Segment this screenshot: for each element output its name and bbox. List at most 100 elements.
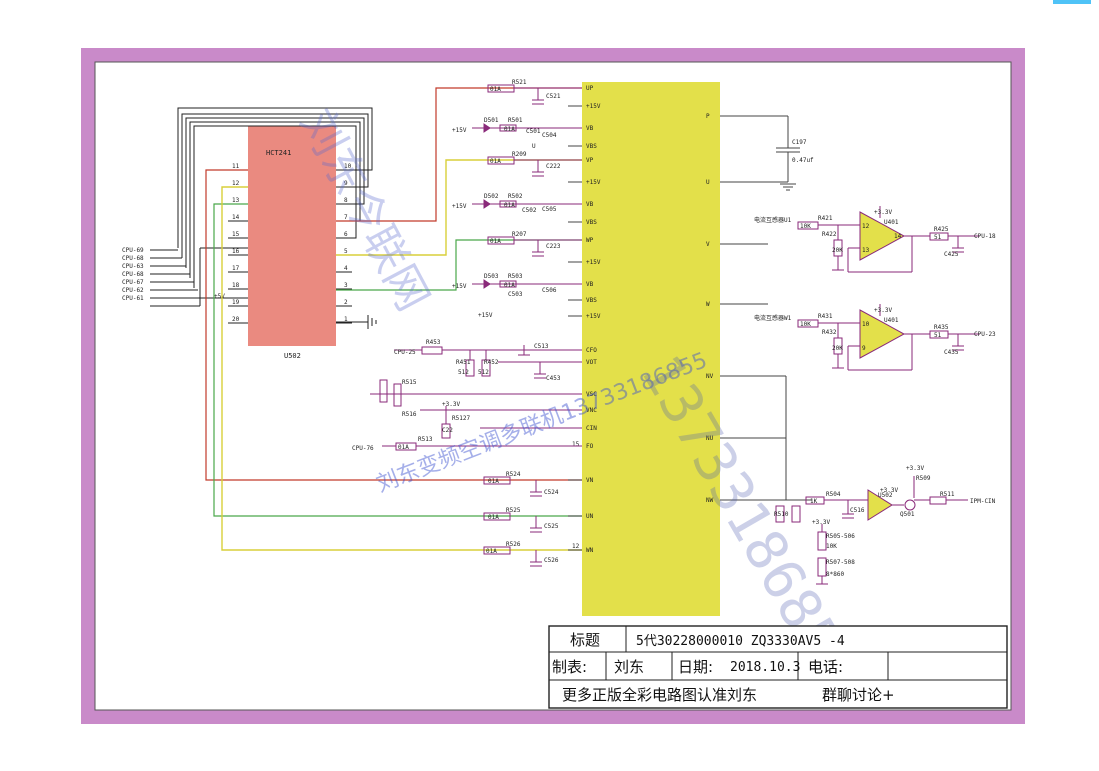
svg-text:R503: R503	[508, 273, 523, 280]
ipm-pin-label: FO	[586, 443, 594, 450]
inner-sheet	[94, 61, 1012, 711]
svg-text:51: 51	[934, 234, 942, 241]
cpu-input-label: CPU-68	[122, 271, 144, 278]
u502-pin-number: 1	[344, 316, 348, 323]
svg-text:电流互感器W1: 电流互感器W1	[754, 314, 792, 322]
svg-text:R505-506: R505-506	[826, 533, 855, 540]
cpu-input-label: CPU-63	[122, 263, 144, 270]
ipm-pin-wn-number: 12	[572, 543, 580, 550]
ipm-pin-fo-number: 15	[572, 441, 580, 448]
ipm-pin-label: VNC	[586, 407, 597, 414]
svg-text:R511: R511	[940, 491, 955, 498]
svg-text:C524: C524	[544, 489, 559, 496]
svg-text:C501: C501	[526, 128, 541, 135]
ipm-pin-label: VB	[586, 125, 594, 132]
svg-text:R515: R515	[402, 379, 417, 386]
svg-text:R516: R516	[402, 411, 417, 418]
svg-text:01A: 01A	[488, 478, 499, 485]
footer-text: 更多正版全彩电路图认准刘东	[562, 686, 757, 704]
svg-text:R501: R501	[508, 117, 523, 124]
ipm-module	[582, 82, 720, 616]
ipm-pin-label: VBS	[586, 143, 597, 150]
svg-text:R507-508: R507-508	[826, 559, 855, 566]
ipm-pin-label: VBS	[586, 297, 597, 304]
title-block: 标题 5代30228000010 ZQ3330AV5 -4 制表: 刘东 日期:…	[548, 625, 1008, 709]
ipm-pin-label: UN	[586, 513, 594, 520]
c197: C197 0.47uf	[792, 139, 814, 164]
svg-text:C503: C503	[508, 291, 523, 298]
svg-text:12: 12	[862, 223, 870, 230]
svg-text:CPU-23: CPU-23	[974, 331, 996, 338]
svg-text:01A: 01A	[490, 158, 501, 165]
svg-text:CPU-25: CPU-25	[394, 349, 416, 356]
svg-text:R452: R452	[484, 359, 499, 366]
svg-text:01A: 01A	[504, 126, 515, 133]
svg-text:01A: 01A	[398, 444, 409, 451]
plus5-label: +5V	[214, 293, 225, 300]
ipm-pin-label: NU	[706, 435, 714, 442]
ic-u502	[248, 126, 336, 346]
nw-protection	[775, 476, 968, 585]
ipm-pin-label: VB	[586, 281, 594, 288]
ipm-pin-label: VP	[586, 157, 594, 164]
svg-text:51: 51	[934, 332, 942, 339]
svg-text:U401: U401	[884, 219, 899, 226]
ipm-pin-label: U	[706, 179, 710, 186]
svg-text:0.47uf: 0.47uf	[792, 157, 814, 164]
svg-text:D502: D502	[484, 193, 499, 200]
u502-pin-number: 3	[344, 282, 348, 289]
date-value: 2018.10.3	[730, 660, 800, 675]
svg-text:01A: 01A	[486, 548, 497, 555]
u502-pin-number: 12	[232, 180, 240, 187]
svg-text:CPU-18: CPU-18	[974, 233, 996, 240]
svg-text:512: 512	[458, 369, 469, 376]
svg-text:01A: 01A	[504, 282, 515, 289]
svg-text:+15V: +15V	[452, 127, 467, 134]
svg-text:C526: C526	[544, 557, 559, 564]
svg-text:CPU-76: CPU-76	[352, 445, 374, 452]
svg-text:C222: C222	[546, 163, 561, 170]
svg-text:C453: C453	[546, 375, 561, 382]
svg-text:电流互感器U1: 电流互感器U1	[754, 216, 792, 224]
svg-text:10K: 10K	[800, 223, 811, 230]
svg-text:20K: 20K	[832, 345, 843, 352]
u502-pin-number: 5	[344, 248, 348, 255]
right-wiring	[720, 115, 812, 501]
upper-components	[472, 84, 582, 289]
svg-text:01A: 01A	[504, 202, 515, 209]
nw-labels: R504 1K R510 C516 U502 +3.3V +3.3V R509 …	[774, 465, 996, 578]
ipm-pin-label: +15V	[586, 313, 601, 320]
wire-red-up	[336, 87, 582, 222]
title-value: 5代30228000010 ZQ3330AV5 -4	[636, 634, 845, 649]
svg-text:C435: C435	[944, 349, 959, 356]
opamp-u-channel	[797, 206, 980, 273]
u502-pin-number: 10	[344, 163, 352, 170]
ipm-pin-label: W	[706, 301, 710, 308]
svg-text:R435: R435	[934, 324, 949, 331]
svg-text:+15V: +15V	[478, 312, 493, 319]
svg-text:R421: R421	[818, 215, 833, 222]
svg-text:R504: R504	[826, 491, 841, 498]
ipm-pin-label: VBS	[586, 219, 597, 226]
svg-text:U401: U401	[884, 317, 899, 324]
u502-pin-number: 20	[232, 316, 240, 323]
u502-pin-number: 18	[232, 282, 240, 289]
u502-pin-number: 7	[344, 214, 348, 221]
ipm-pin-label: CIN	[586, 425, 597, 432]
svg-text:C506: C506	[542, 287, 557, 294]
svg-text:R209: R209	[512, 151, 527, 158]
svg-text:R5127: R5127	[452, 415, 470, 422]
svg-text:R453: R453	[426, 339, 441, 346]
u502-pin-number: 17	[232, 265, 240, 272]
svg-text:Q501: Q501	[900, 511, 915, 518]
phone-label: 电话:	[808, 658, 843, 676]
ipm-pin-label: NV	[706, 373, 714, 380]
ipm-pin-label: P	[706, 113, 710, 120]
svg-text:R207: R207	[512, 231, 527, 238]
u502-pin-number: 11	[232, 163, 240, 170]
svg-text:R451: R451	[456, 359, 471, 366]
cpu-input-label: CPU-67	[122, 279, 144, 286]
svg-text:13: 13	[862, 247, 870, 254]
